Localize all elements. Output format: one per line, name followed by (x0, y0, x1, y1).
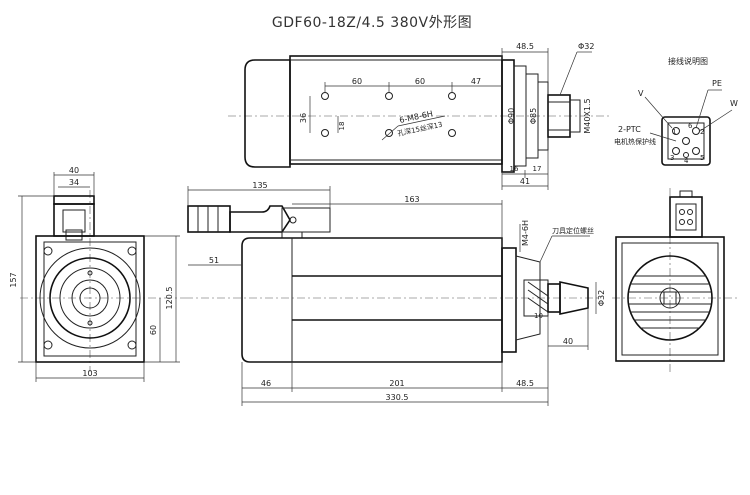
label-w: W (730, 99, 738, 108)
pin-5: 5 (700, 154, 704, 162)
pin-4: 4 (684, 157, 689, 165)
dim-60a: 60 (352, 77, 362, 86)
wiring-diagram: 接线说明图 1 2 3 4 5 6 V PE W 2-PTC 电机热保护线 (614, 56, 738, 166)
dim-48-5-top: 48.5 (516, 42, 534, 51)
rear-view (612, 188, 738, 372)
label-ptc-note: 电机热保护线 (614, 137, 656, 146)
dim-phi90: Φ90 (507, 108, 516, 124)
dim-41: 41 (520, 177, 530, 186)
side-view: 135 163 51 M4-6H 刀具定位螺丝 10 Φ32 40 46 201… (185, 181, 606, 406)
dim-10: 10 (534, 312, 543, 320)
dim-330-5: 330.5 (386, 393, 409, 402)
dim-40-front: 40 (69, 166, 79, 175)
label-ptc: 2-PTC (618, 125, 641, 134)
label-pe: PE (712, 79, 722, 88)
pin-3: 3 (670, 154, 674, 162)
connector-pins (672, 127, 700, 158)
dim-phi85: Φ85 (529, 108, 538, 124)
dim-60-front: 60 (149, 325, 158, 335)
dim-48-5-side: 48.5 (516, 379, 534, 388)
wiring-heading: 接线说明图 (668, 56, 708, 66)
dim-16: 16 (510, 165, 519, 173)
dim-120-5: 120.5 (165, 287, 174, 310)
dim-163: 163 (404, 195, 419, 204)
dim-17: 17 (533, 165, 542, 173)
dim-103: 103 (82, 369, 97, 378)
dim-36: 36 (299, 113, 308, 123)
front-view: 40 34 157 120.5 60 103 (9, 166, 185, 382)
dim-47: 47 (471, 77, 481, 86)
dim-51: 51 (209, 256, 219, 265)
pin-6: 6 (688, 122, 693, 130)
pin-1: 1 (672, 128, 676, 136)
dim-phi32-side: Φ32 (597, 290, 606, 306)
dim-157: 157 (9, 272, 18, 287)
dim-40-side: 40 (563, 337, 573, 346)
mounting-holes (321, 92, 456, 137)
dim-135: 135 (252, 181, 267, 190)
dim-m40: M40X1.5 (583, 98, 592, 133)
drawing-title: GDF60-18Z/4.5 380V外形图 (272, 15, 472, 31)
dim-m4: M4-6H (521, 220, 530, 246)
tool-note: 刀具定位螺丝 (552, 226, 594, 235)
fan-grille (629, 275, 711, 329)
top-view: 60 60 47 48.5 Φ32 36 18 6-M8-6H 孔深15丝深13… (228, 42, 610, 190)
dim-18: 18 (338, 122, 346, 131)
dim-46: 46 (261, 379, 271, 388)
dim-201: 201 (389, 379, 404, 388)
dim-60b: 60 (415, 77, 425, 86)
label-v: V (638, 89, 644, 98)
pin-2: 2 (700, 128, 704, 136)
dim-phi32-top: Φ32 (578, 42, 594, 51)
dim-34: 34 (69, 178, 79, 187)
